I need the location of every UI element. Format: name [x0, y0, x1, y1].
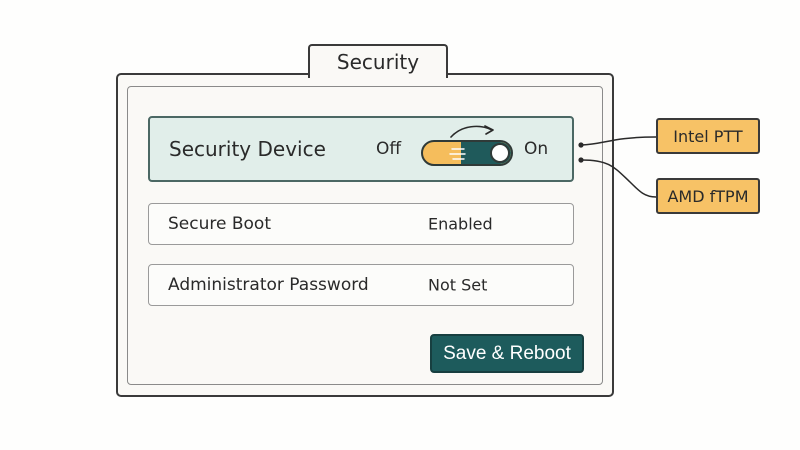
callout-intel-ptt: Intel PTT: [656, 118, 760, 154]
callout-intel-ptt-label: Intel PTT: [673, 126, 743, 146]
admin-password-value: Not Set: [428, 275, 488, 295]
secure-boot-row[interactable]: Secure Boot Enabled: [148, 203, 574, 245]
toggle-knob[interactable]: [490, 143, 510, 163]
toggle-off-label: Off: [376, 139, 402, 159]
security-device-row: Security Device Off On: [148, 116, 574, 182]
switch-direction-arrow-icon: [450, 125, 494, 138]
tab-security[interactable]: Security: [308, 44, 448, 78]
callout-amd-ftpm: AMD fTPM: [656, 178, 760, 214]
admin-password-label: Administrator Password: [168, 275, 369, 295]
secure-boot-label: Secure Boot: [168, 214, 271, 234]
callout-amd-ftpm-label: AMD fTPM: [667, 186, 749, 206]
settings-panel: [127, 86, 603, 385]
security-device-label: Security Device: [169, 137, 326, 161]
tab-security-label: Security: [336, 50, 420, 74]
admin-password-row[interactable]: Administrator Password Not Set: [148, 264, 574, 306]
secure-boot-value: Enabled: [428, 214, 493, 234]
toggle-on-label: On: [524, 139, 549, 159]
security-device-toggle[interactable]: [421, 140, 513, 166]
save-reboot-button[interactable]: Save & Reboot: [430, 334, 584, 373]
motion-lines-icon: [449, 148, 466, 160]
